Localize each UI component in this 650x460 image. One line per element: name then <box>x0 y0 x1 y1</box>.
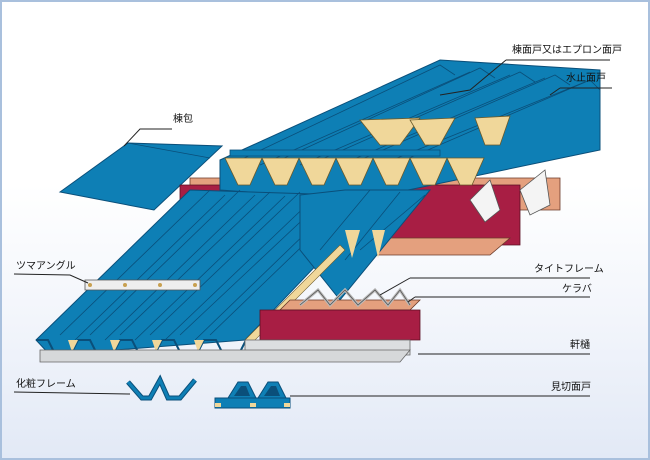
ridge-flashing <box>229 149 441 157</box>
closure-row <box>224 157 485 186</box>
label-water-stop-closure: 水止面戸 <box>566 73 606 84</box>
ridge-cover-part <box>58 142 224 211</box>
label-verge: ケラバ <box>562 284 592 295</box>
end-closure-part <box>214 381 291 409</box>
lower-tight-frame <box>299 287 412 308</box>
lower-purlin <box>259 299 421 341</box>
leader-lines <box>13 59 612 397</box>
eaves-gutter-part <box>39 339 411 363</box>
front-closures <box>68 340 204 352</box>
label-end-closure: 見切面戸 <box>551 382 591 393</box>
label-tight-frame: タイトフレーム <box>534 264 604 275</box>
label-eaves-gutter: 軒樋 <box>570 340 590 351</box>
upper-tight-frame <box>469 169 551 223</box>
label-ridge-closure: 棟面戸又はエプロン面戸 <box>512 45 622 56</box>
label-verge-angle: ツマアングル <box>16 261 76 272</box>
label-decorative-frame: 化粧フレーム <box>16 379 76 390</box>
label-ridge-cover: 棟包 <box>173 114 193 125</box>
verge-angle-part <box>84 279 201 291</box>
